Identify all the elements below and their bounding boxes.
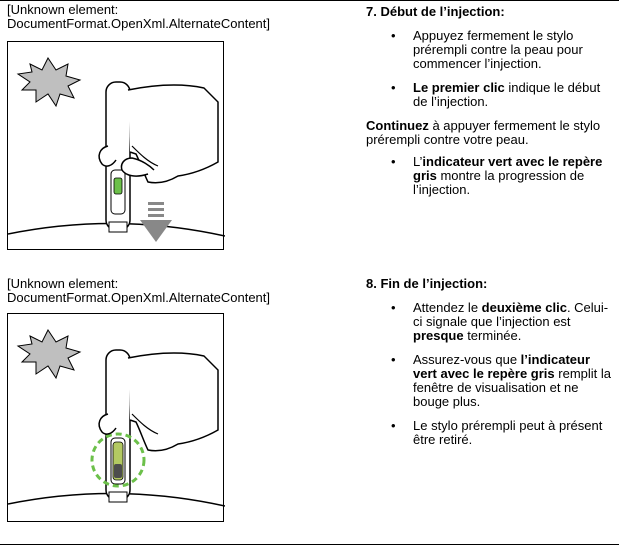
continue-paragraph: Continuez à appuyer fermement le stylo p… [366, 118, 601, 147]
bottom-rule [0, 544, 619, 545]
indicator-highlight-circle [90, 432, 146, 488]
click-burst-icon [16, 329, 82, 380]
list-item: •Assurez-vous que l’indicateur vert avec… [391, 352, 612, 409]
bullet-icon: • [391, 300, 396, 315]
list-item: •Le stylo prérempli peut à présent être … [391, 418, 603, 447]
step-7: 7. Début de l’injection: •Appuyez fermem… [366, 5, 611, 207]
hand-outline [127, 352, 219, 452]
top-rule [0, 0, 619, 1]
unknown-element-text-2: [Unknown element: DocumentFormat.OpenXml… [7, 276, 271, 305]
bullet-icon: • [391, 28, 396, 43]
list-item: •Le premier clic indique le début de l’i… [391, 80, 601, 109]
press-down-arrow-icon [140, 220, 172, 242]
bullet-icon: • [391, 154, 396, 169]
green-indicator [113, 177, 123, 195]
figure-injection-end [7, 313, 225, 522]
step-7-list-b: •L’indicateur vert avec le repère gris m… [366, 155, 611, 197]
bullet-icon: • [391, 352, 396, 367]
bullet-icon: • [391, 80, 396, 95]
step-8-title: 8. Fin de l’injection: [366, 276, 488, 291]
list-item: •Appuyez fermement le stylo prérempli co… [391, 28, 583, 71]
bullet-icon: • [391, 418, 396, 433]
step-8-list: •Attendez le deuxième clic. Celui-ci sig… [366, 301, 611, 447]
step-7-list-a: •Appuyez fermement le stylo prérempli co… [366, 29, 611, 109]
list-item: •Attendez le deuxième clic. Celui-ci sig… [391, 300, 609, 343]
list-item: •L’indicateur vert avec le repère gris m… [391, 154, 603, 197]
figure-injection-start [7, 41, 225, 250]
step-8: 8. Fin de l’injection: •Attendez le deux… [366, 277, 611, 457]
click-burst-icon [16, 57, 82, 108]
step-7-title: 7. Début de l’injection: [366, 4, 505, 19]
pen-start-illustration [8, 57, 225, 242]
unknown-element-text-1: [Unknown element: DocumentFormat.OpenXml… [7, 2, 271, 31]
pen-end-illustration [8, 329, 225, 507]
